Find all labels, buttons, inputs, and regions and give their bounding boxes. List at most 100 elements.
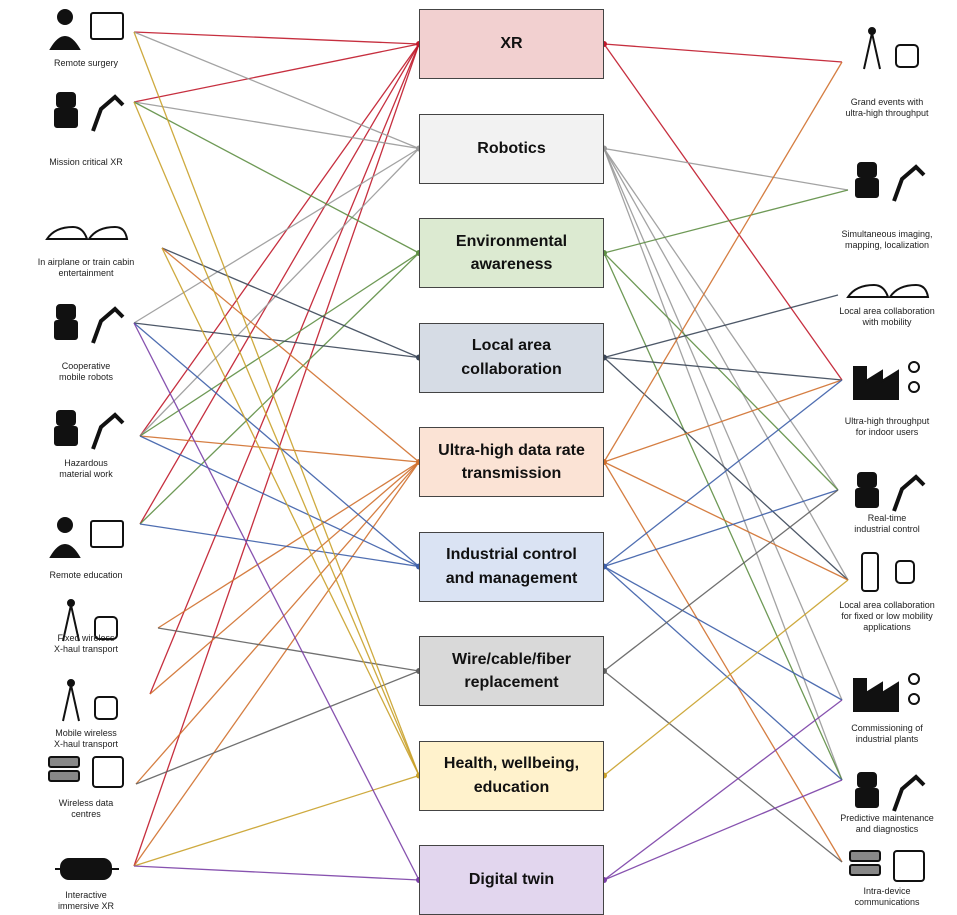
link-remote-surgery-to-xr bbox=[133, 31, 420, 45]
remote-surgery-icon bbox=[49, 9, 124, 50]
link-remote-education-to-xr bbox=[139, 43, 420, 525]
link-hazardous-material-to-robotics bbox=[139, 148, 420, 437]
box-ultra-high: Ultra-high data rate transmission bbox=[419, 427, 604, 497]
label-commissioning: Commissioning of industrial plants bbox=[851, 723, 923, 744]
link-local-area-to-collab-mobility bbox=[603, 294, 839, 359]
phone-watch-icon bbox=[861, 552, 915, 592]
factory-icon bbox=[853, 673, 920, 712]
box-local-area: Local area collaboration bbox=[419, 322, 604, 393]
airplane-train-icon bbox=[45, 225, 129, 240]
link-local-area-to-indoor-users bbox=[603, 356, 843, 381]
link-industrial-to-realtime-industrial bbox=[603, 489, 839, 568]
label-intra-device: Intra-device communications bbox=[854, 886, 920, 907]
joystick-arm-icon bbox=[855, 472, 926, 512]
link-industrial-to-predictive-maintenance bbox=[603, 566, 843, 781]
vr-headset-icon bbox=[55, 858, 119, 880]
link-robotics-to-collab-low-mobility bbox=[603, 148, 849, 581]
label-interactive-xr: Interactive immersive XR bbox=[57, 890, 114, 911]
teacher-screen-icon bbox=[49, 517, 124, 558]
link-mission-critical-xr-to-environmental bbox=[133, 101, 420, 254]
link-interactive-xr-to-ultra-high bbox=[133, 461, 420, 867]
hazard-robot-icon bbox=[54, 410, 125, 450]
link-wireless-dc-to-wire-cable bbox=[135, 670, 420, 785]
link-remote-education-to-industrial bbox=[139, 523, 420, 568]
box-health: Health, wellbeing, education bbox=[419, 740, 604, 811]
link-hazardous-material-to-environmental bbox=[139, 252, 420, 437]
link-wireless-dc-to-ultra-high bbox=[135, 461, 420, 785]
link-environmental-to-realtime-industrial bbox=[603, 252, 839, 491]
link-ultra-high-to-grand-events bbox=[603, 61, 843, 463]
link-digital-twin-to-commissioning bbox=[603, 699, 843, 881]
link-mobile-xhaul-to-xr bbox=[149, 43, 420, 695]
link-cabin-entertainment-to-health bbox=[161, 247, 420, 776]
link-cooperative-robots-to-robotics bbox=[133, 147, 420, 324]
link-ultra-high-to-indoor-users bbox=[603, 379, 843, 463]
link-cabin-entertainment-to-local-area bbox=[161, 247, 420, 359]
person-robots-icon bbox=[855, 162, 926, 202]
radio-towers-icon bbox=[62, 599, 118, 642]
link-cooperative-robots-to-digital-twin bbox=[133, 322, 420, 881]
label-hazardous-material: Hazardous material work bbox=[59, 458, 113, 479]
link-environmental-to-imaging-mapping bbox=[603, 189, 849, 254]
box-environmental: Environmental awareness bbox=[419, 218, 604, 288]
link-cooperative-robots-to-local-area bbox=[133, 322, 420, 359]
link-robotics-to-imaging-mapping bbox=[603, 147, 849, 191]
link-xr-to-grand-events bbox=[603, 43, 843, 63]
label-realtime-industrial: Real-time industrial control bbox=[854, 513, 920, 534]
link-hazardous-material-to-xr bbox=[139, 43, 420, 437]
label-cabin-entertainment: In airplane or train cabin entertainment bbox=[37, 257, 135, 278]
link-xr-to-indoor-users bbox=[603, 43, 843, 381]
link-fixed-xhaul-to-ultra-high bbox=[157, 461, 420, 629]
link-remote-education-to-environmental bbox=[139, 252, 420, 525]
link-mission-critical-xr-to-xr bbox=[133, 43, 420, 103]
chips-icon bbox=[849, 850, 925, 882]
link-ultra-high-to-collab-low-mobility bbox=[603, 461, 849, 581]
label-indoor-users: Ultra-high throughput for indoor users bbox=[844, 416, 930, 437]
link-mission-critical-xr-to-robotics bbox=[133, 101, 420, 150]
label-mobile-xhaul: Mobile wireless X-haul transport bbox=[53, 728, 119, 749]
cars-icon bbox=[846, 283, 930, 298]
link-interactive-xr-to-xr bbox=[133, 43, 420, 867]
mobile-robots-icon bbox=[54, 304, 125, 344]
box-wire-cable: Wire/cable/fiber replacement bbox=[419, 636, 604, 706]
link-ultra-high-to-intra-device bbox=[603, 461, 843, 863]
link-industrial-to-indoor-users bbox=[603, 379, 843, 568]
box-digital-twin: Digital twin bbox=[419, 845, 604, 915]
label-imaging-mapping: Simultaneous imaging, mapping, localizat… bbox=[841, 229, 933, 250]
link-cooperative-robots-to-industrial bbox=[133, 322, 420, 567]
tower-train-icon bbox=[62, 679, 118, 722]
box-industrial: Industrial control and management bbox=[419, 531, 604, 602]
label-mission-critical-xr: Mission critical XR bbox=[49, 157, 123, 167]
link-robotics-to-commissioning bbox=[603, 148, 843, 701]
label-collab-mobility: Local area collaboration with mobility bbox=[839, 306, 935, 327]
link-mobile-xhaul-to-ultra-high bbox=[149, 461, 420, 695]
label-fixed-xhaul: Fixed wireless X-haul transport bbox=[53, 633, 119, 654]
building-users-icon bbox=[853, 361, 920, 400]
link-digital-twin-to-predictive-maintenance bbox=[603, 779, 843, 881]
link-hazardous-material-to-ultra-high bbox=[139, 435, 420, 463]
box-xr: XR bbox=[419, 9, 604, 79]
link-remote-surgery-to-robotics bbox=[133, 31, 420, 150]
label-remote-surgery: Remote surgery bbox=[53, 58, 119, 68]
box-robotics: Robotics bbox=[419, 113, 604, 184]
link-fixed-xhaul-to-wire-cable bbox=[157, 627, 420, 672]
label-collab-low-mobility: Local area collaboration for fixed or lo… bbox=[839, 600, 935, 632]
link-wire-cable-to-realtime-industrial bbox=[603, 489, 839, 672]
link-robotics-to-realtime-industrial bbox=[603, 148, 839, 491]
link-interactive-xr-to-digital-twin bbox=[133, 865, 420, 881]
firefighter-robot-icon bbox=[54, 92, 125, 132]
link-interactive-xr-to-health bbox=[133, 774, 420, 867]
label-wireless-dc: Wireless data centres bbox=[58, 798, 114, 819]
link-robotics-to-predictive-maintenance bbox=[603, 148, 843, 781]
link-wire-cable-to-intra-device bbox=[603, 670, 843, 863]
label-cooperative-robots: Cooperative mobile robots bbox=[58, 361, 114, 382]
link-health-to-collab-low-mobility bbox=[603, 579, 849, 777]
link-remote-surgery-to-health bbox=[133, 31, 420, 776]
link-hazardous-material-to-industrial bbox=[139, 435, 420, 568]
link-industrial-to-commissioning bbox=[603, 565, 843, 701]
link-environmental-to-predictive-maintenance bbox=[603, 252, 843, 781]
label-grand-events: Grand events with ultra-high throughput bbox=[845, 97, 929, 118]
link-cabin-entertainment-to-ultra-high bbox=[161, 247, 420, 463]
